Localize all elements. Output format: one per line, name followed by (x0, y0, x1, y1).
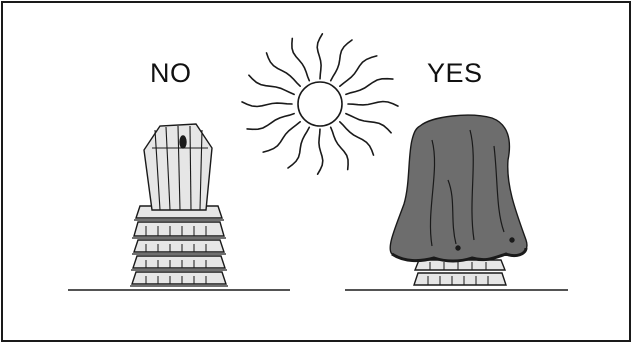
sun-ray (248, 74, 295, 96)
bare-potted-stack-icon (130, 123, 228, 287)
no-label: NO (150, 58, 192, 88)
sun-icon (241, 32, 399, 175)
sun-ray (265, 52, 302, 87)
sun-ray (347, 100, 399, 107)
sun-ray (262, 121, 302, 153)
yes-label: YES (427, 58, 483, 88)
sun-ray (246, 112, 295, 131)
sun-ray (329, 126, 349, 171)
covered-potted-stack-icon (389, 114, 528, 286)
sun-ray (241, 101, 293, 108)
sun-ray (338, 55, 378, 87)
sun-ray (338, 121, 375, 156)
sun-ray (291, 37, 311, 82)
sun-ray (329, 39, 353, 82)
sun-ray (287, 126, 311, 169)
sun-ray (316, 128, 324, 175)
sun-ray (345, 77, 394, 96)
sun-ray (345, 112, 392, 134)
sun-ray (316, 32, 324, 80)
